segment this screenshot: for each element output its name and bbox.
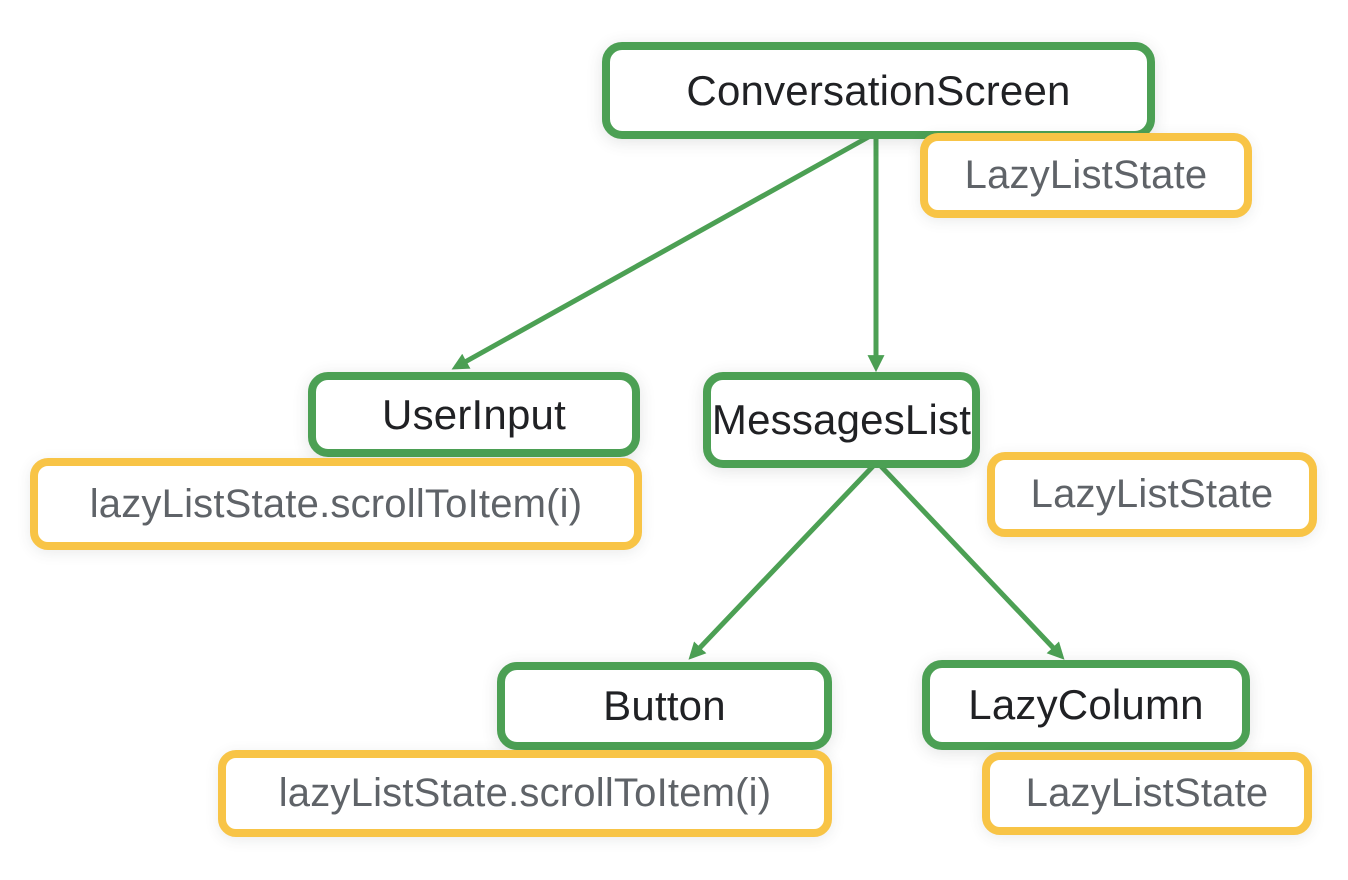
- state-badge-messages-list: LazyListState: [987, 452, 1317, 537]
- node-lazy-column-label: LazyColumn: [968, 681, 1204, 728]
- node-messages-list: MessagesList: [703, 372, 980, 468]
- node-messages-list-label: MessagesList: [711, 396, 972, 443]
- state-badge-conversation-screen: LazyListState: [920, 133, 1252, 218]
- node-button: Button: [497, 662, 832, 750]
- state-badge-lazy-column-label: LazyListState: [1025, 771, 1269, 815]
- node-conversation-screen-label: ConversationScreen: [686, 66, 1071, 114]
- edge-messageslist-lazycolumn: [875, 460, 1065, 660]
- edge-conversationscreen-userinput: [451, 132, 874, 370]
- state-badge-conversation-screen-label: LazyListState: [964, 153, 1208, 197]
- state-badge-messages-list-label: LazyListState: [1030, 472, 1274, 516]
- state-badge-button-label: lazyListState.scrollToItem(i): [278, 771, 772, 815]
- state-badge-lazy-column: LazyListState: [982, 752, 1312, 835]
- node-user-input-label: UserInput: [382, 390, 566, 438]
- state-badge-button: lazyListState.scrollToItem(i): [218, 750, 832, 837]
- node-button-label: Button: [603, 682, 726, 729]
- node-user-input: UserInput: [308, 372, 640, 457]
- node-lazy-column: LazyColumn: [922, 660, 1250, 750]
- edge-messageslist-button: [688, 460, 879, 660]
- state-badge-user-input-label: lazyListState.scrollToItem(i): [89, 481, 583, 526]
- state-badge-user-input: lazyListState.scrollToItem(i): [30, 458, 642, 550]
- node-conversation-screen: ConversationScreen: [602, 42, 1155, 139]
